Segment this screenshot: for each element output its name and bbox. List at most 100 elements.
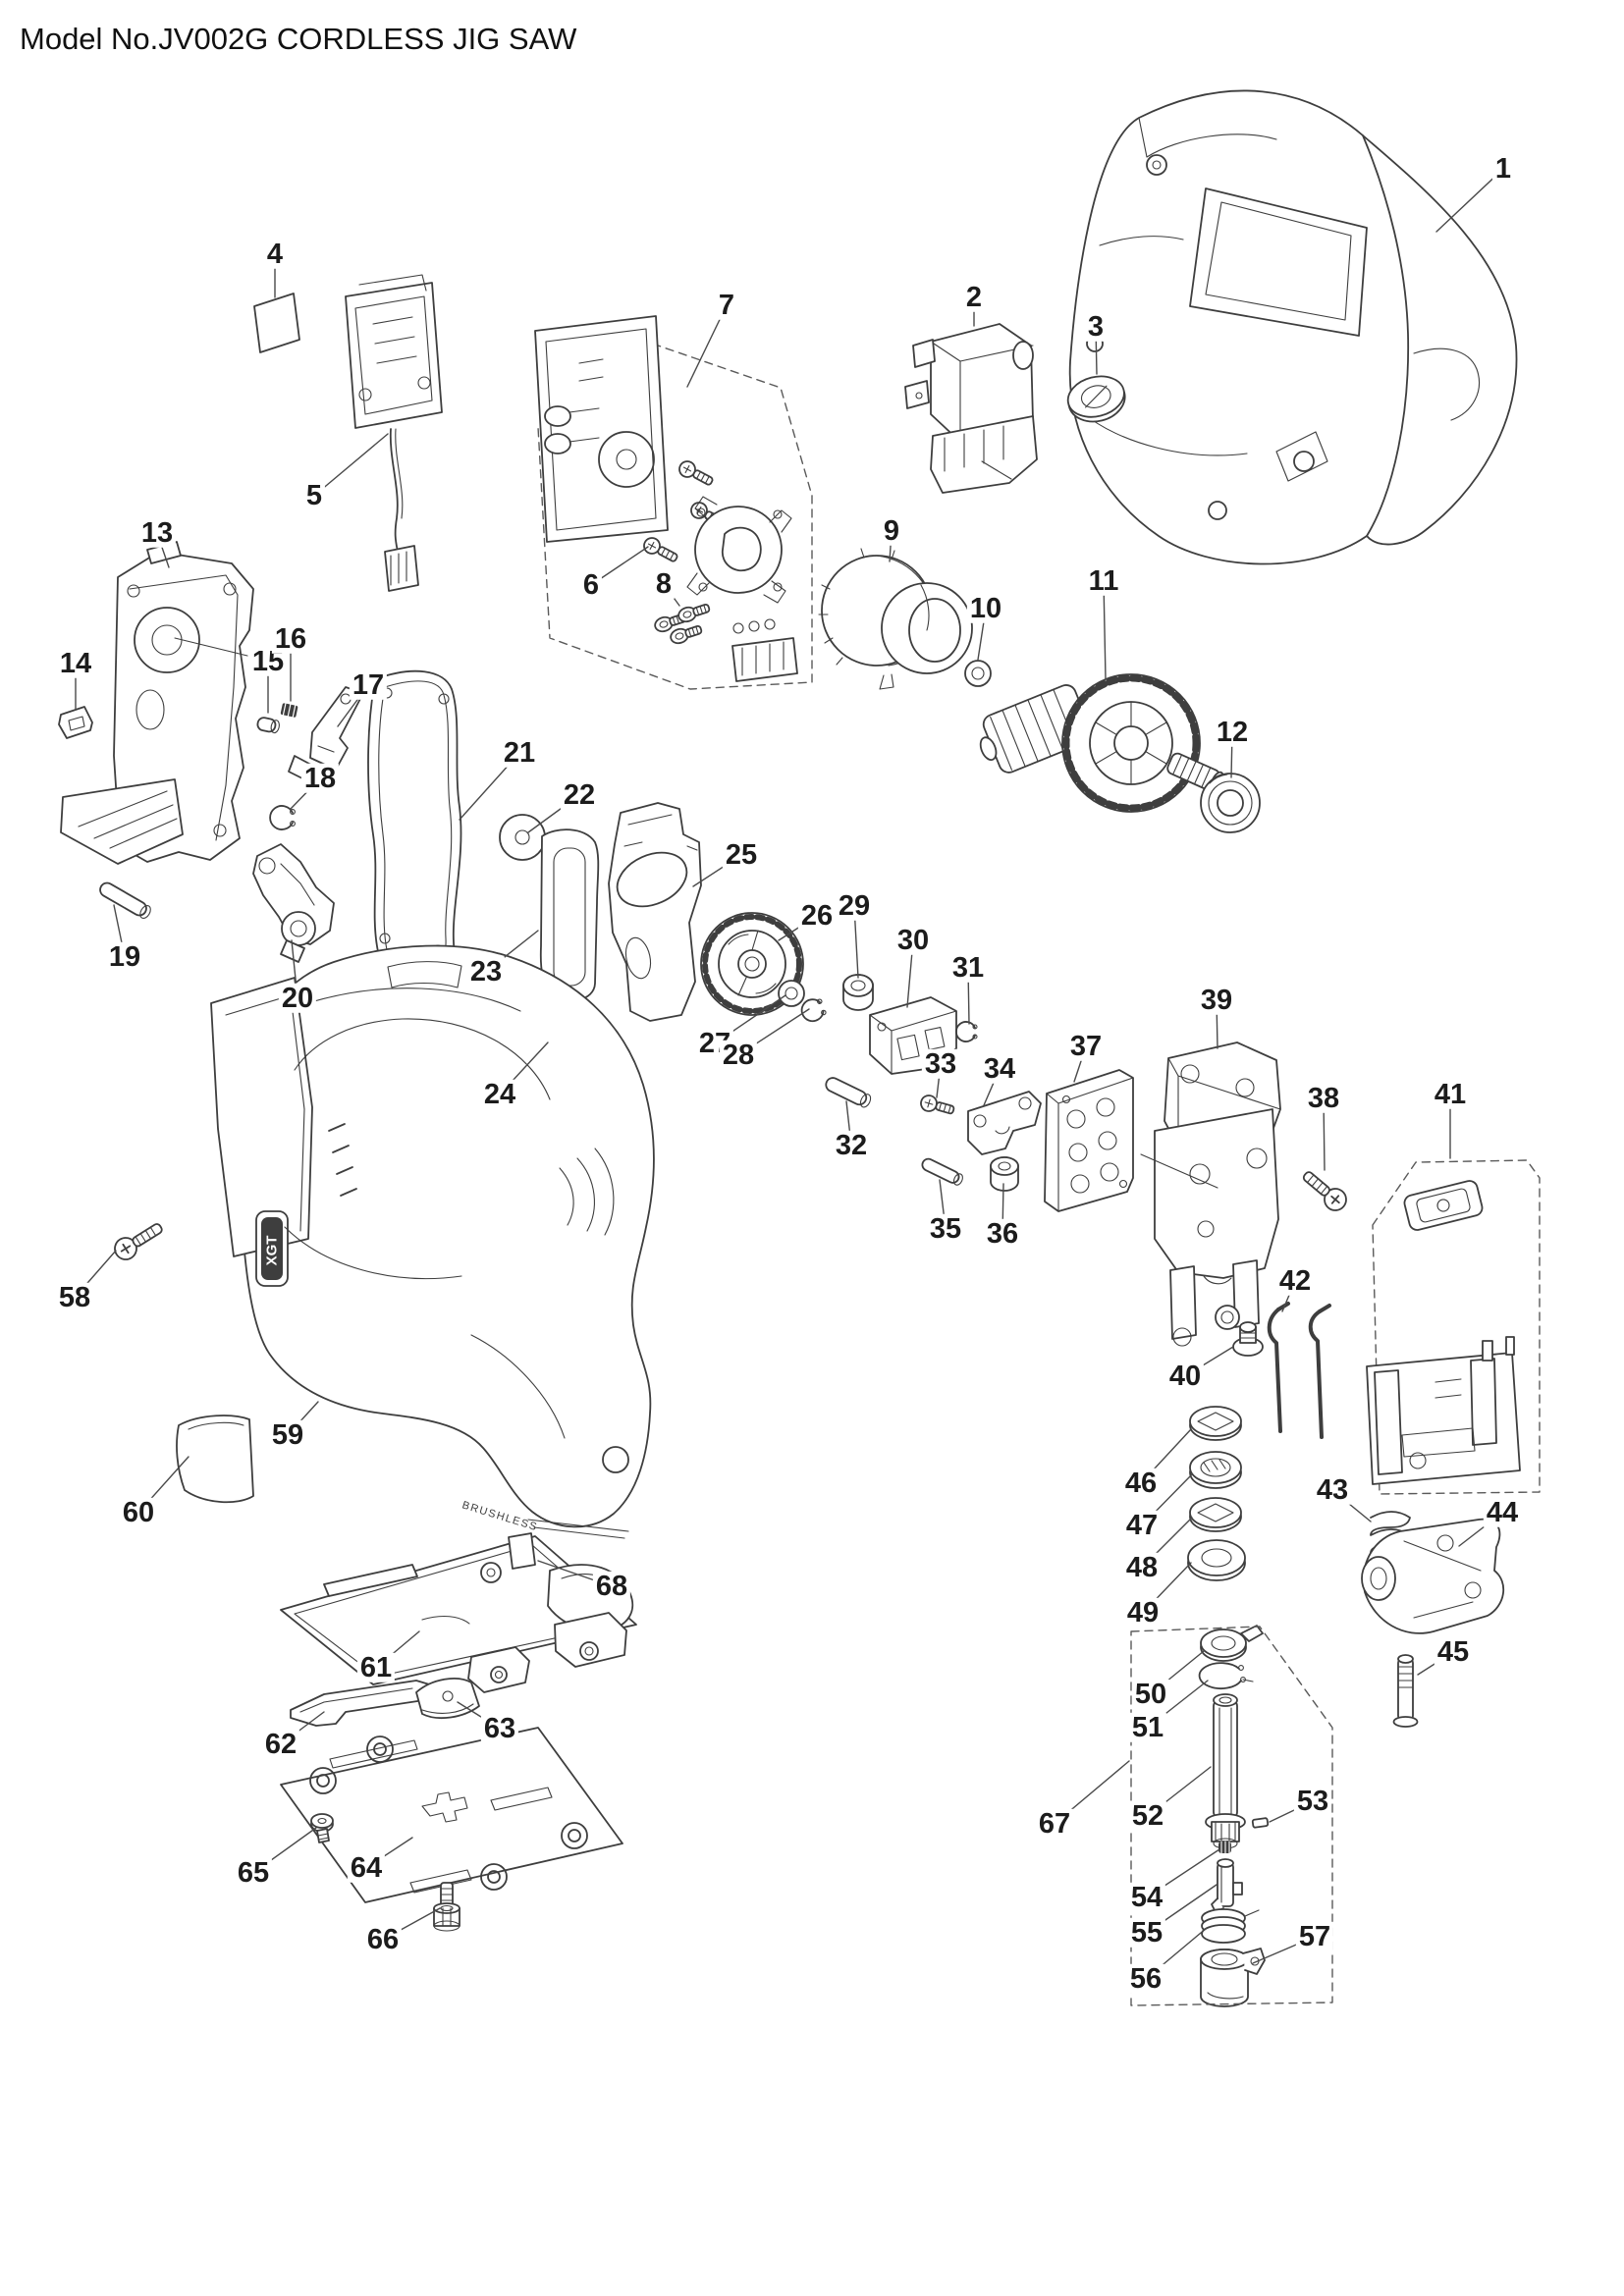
part-callout-6: 6: [579, 569, 603, 600]
part-callout-11: 11: [1085, 565, 1122, 596]
part-callout-14: 14: [56, 648, 95, 678]
part-callout-52: 52: [1128, 1800, 1167, 1831]
part-callout-42: 42: [1275, 1265, 1315, 1296]
part-8-drawing: [653, 601, 711, 645]
part-42-drawing: [1270, 1304, 1329, 1437]
part-callout-60: 60: [119, 1497, 158, 1527]
part-callout-48: 48: [1122, 1552, 1162, 1582]
part-1-drawing: [1070, 90, 1517, 563]
part-29-drawing: [843, 975, 873, 1010]
part-3-drawing: [1063, 371, 1129, 428]
part-callout-46: 46: [1121, 1468, 1161, 1498]
part-callout-54: 54: [1127, 1882, 1166, 1912]
part-callout-30: 30: [893, 925, 933, 955]
part-20-drawing: [253, 844, 334, 962]
part-callout-16: 16: [271, 623, 310, 654]
part-34-drawing: [968, 1092, 1041, 1154]
part-46-drawing: [1190, 1407, 1241, 1440]
part-9-drawing: [819, 549, 972, 689]
part-callout-22: 22: [560, 779, 599, 810]
part-14-drawing: [59, 707, 92, 738]
part-callout-50: 50: [1131, 1679, 1170, 1709]
part-52-drawing: [1206, 1694, 1245, 1848]
part-callout-67: 67: [1035, 1808, 1074, 1839]
part-callout-34: 34: [980, 1053, 1019, 1084]
part-callout-36: 36: [983, 1218, 1022, 1249]
part-7-drawing: [535, 316, 812, 689]
part-callout-3: 3: [1084, 311, 1108, 342]
part-callout-32: 32: [832, 1130, 871, 1160]
part-callout-4: 4: [263, 239, 287, 269]
part-31-drawing: [956, 1022, 977, 1041]
part-callout-13: 13: [137, 517, 177, 548]
battery-badge-text: XGT: [264, 1236, 281, 1266]
part-36-drawing: [991, 1157, 1018, 1191]
part-22-drawing: [500, 815, 545, 860]
part-callout-44: 44: [1483, 1497, 1522, 1527]
part-47-drawing: [1190, 1452, 1241, 1488]
leader-line-5: [314, 434, 388, 496]
part-66-drawing: [434, 1883, 460, 1931]
part-15-drawing: [256, 717, 280, 733]
part-callout-29: 29: [835, 890, 874, 921]
part-68-drawing: [509, 1533, 535, 1569]
part-callout-24: 24: [480, 1079, 519, 1109]
part-45-drawing: [1394, 1655, 1418, 1727]
part-63-drawing: [416, 1679, 479, 1718]
part-callout-66: 66: [363, 1924, 403, 1954]
part-callout-17: 17: [349, 669, 388, 700]
part-callout-38: 38: [1304, 1083, 1343, 1113]
part-25-drawing: [609, 803, 701, 1021]
part-2-drawing: [905, 324, 1037, 493]
part-callout-57: 57: [1295, 1921, 1334, 1951]
part-callout-2: 2: [962, 282, 986, 312]
part-callout-25: 25: [722, 839, 761, 870]
part-18-drawing: [270, 806, 295, 829]
part-39-drawing: [1141, 1042, 1280, 1346]
part-callout-23: 23: [466, 956, 506, 987]
page-title: Model No.JV002G CORDLESS JIG SAW: [20, 22, 577, 56]
part-33-drawing: [919, 1094, 955, 1118]
part-58-drawing: [111, 1217, 167, 1263]
part-callout-8: 8: [652, 568, 676, 599]
part-10-drawing: [965, 661, 991, 686]
part-61-drawing: [281, 1536, 636, 1692]
part-59-drawing: XGT BRUSHLESS: [211, 946, 654, 1538]
part-callout-65: 65: [234, 1857, 273, 1888]
part-callout-53: 53: [1293, 1786, 1332, 1816]
part-53-drawing: [1253, 1818, 1269, 1828]
part-38-drawing: [1298, 1166, 1350, 1215]
part-62-drawing: [291, 1681, 436, 1726]
part-44-drawing: [1362, 1520, 1503, 1633]
part-callout-12: 12: [1213, 717, 1252, 747]
part-4-drawing: [254, 294, 299, 352]
part-callout-5: 5: [302, 480, 326, 510]
part-51-drawing: [1200, 1663, 1253, 1688]
part-callout-35: 35: [926, 1213, 965, 1244]
part-callout-45: 45: [1434, 1636, 1473, 1667]
part-5-drawing: [346, 275, 442, 591]
part-16-drawing: [280, 703, 298, 718]
part-41-drawing: [1367, 1160, 1540, 1494]
part-26-drawing: [701, 913, 803, 1015]
part-callout-7: 7: [715, 290, 738, 320]
part-callout-28: 28: [719, 1040, 758, 1070]
part-callout-64: 64: [347, 1852, 386, 1883]
part-37-drawing: [1045, 1070, 1133, 1211]
part-callout-41: 41: [1431, 1079, 1470, 1109]
part-11-drawing: [970, 674, 1225, 812]
part-callout-63: 63: [480, 1713, 519, 1743]
part-callout-19: 19: [105, 941, 144, 972]
part-57-drawing: [1201, 1949, 1265, 2006]
part-27-drawing: [779, 981, 804, 1006]
part-40-drawing: [1233, 1322, 1263, 1356]
part-callout-39: 39: [1197, 985, 1236, 1015]
part-callout-40: 40: [1165, 1361, 1205, 1391]
leader-line-11: [1104, 581, 1106, 679]
part-54-drawing: [1218, 1842, 1231, 1853]
part-callout-56: 56: [1126, 1963, 1165, 1994]
part-65-drawing: [311, 1814, 333, 1842]
part-callout-62: 62: [261, 1729, 300, 1759]
part-callout-21: 21: [500, 737, 539, 768]
